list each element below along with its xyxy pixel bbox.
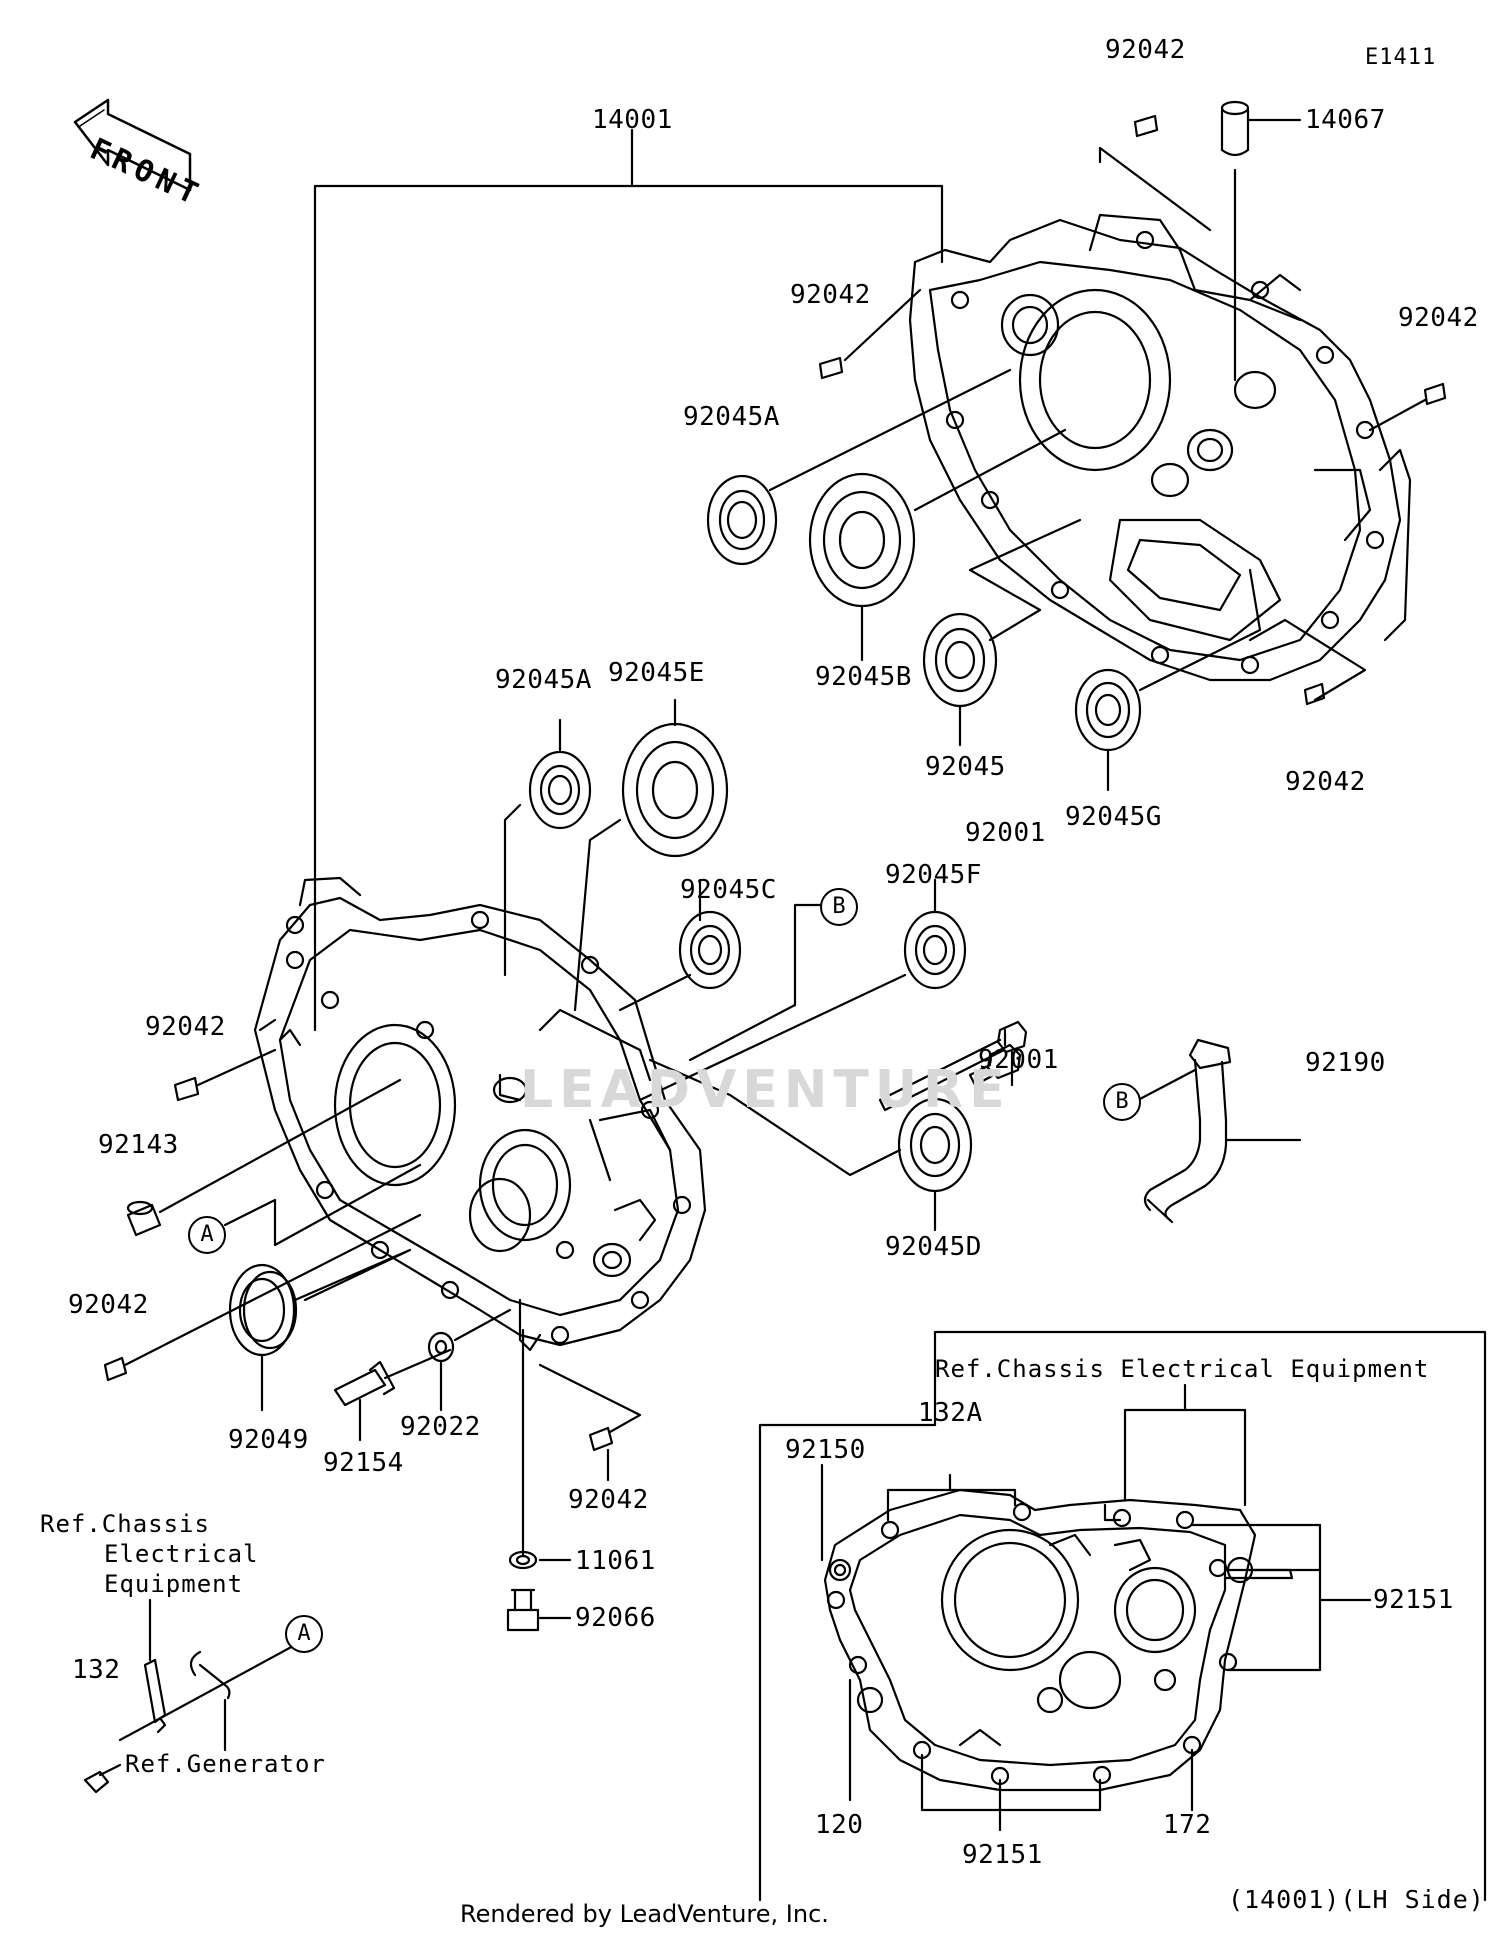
label-132A[interactable]: 132A [918,1398,983,1428]
label-92045G[interactable]: 92045G [1065,802,1162,832]
callout-b: B [820,888,858,926]
bearing-92045G [1074,568,1262,792]
inset-box [758,1330,1487,1902]
bearing-92045D [648,1058,973,1232]
front-arrow-icon [73,98,192,192]
label-92022[interactable]: 92022 [400,1412,481,1442]
bearing-92045E [621,698,729,858]
bolt-132-icon [83,1770,110,1794]
bolt-92001-a-icon [968,1028,1022,1087]
ref-chassis-electrical: Ref.Chassis Electrical Equipment [935,1355,1430,1383]
ref-chassis-line3: Equipment [104,1570,244,1598]
label-92042[interactable]: 92042 [568,1485,649,1515]
label-92042[interactable]: 92042 [1285,767,1366,797]
bolt-92001-b-icon [878,1020,1028,1112]
label-14067[interactable]: 14067 [1305,105,1386,135]
callout-a: A [285,1615,323,1653]
label-92045E[interactable]: 92045E [608,658,705,688]
watermark: LEADVENTURE [520,1060,1011,1120]
label-92045F[interactable]: 92045F [885,860,982,890]
inset-caption: (14001)(LH Side) [1228,1885,1485,1914]
label-92190[interactable]: 92190 [1305,1048,1386,1078]
label-92045[interactable]: 92045 [925,752,1006,782]
bearing-92045F [638,878,967,1102]
label-92042[interactable]: 92042 [145,1012,226,1042]
ref-generator: Ref.Generator [125,1750,326,1778]
label-92066[interactable]: 92066 [575,1603,656,1633]
label-92151[interactable]: 92151 [962,1840,1043,1870]
label-172[interactable]: 172 [1163,1810,1212,1840]
bearing-92045A-top [706,368,1012,566]
label-92045A[interactable]: 92045A [495,665,592,695]
washer-92022-icon [427,1308,512,1412]
label-92143[interactable]: 92143 [98,1130,179,1160]
ground-strap-icon [143,1658,167,1724]
callout-a: A [188,1216,226,1254]
plug-92066-icon [506,1588,572,1632]
label-14001[interactable]: 14001 [592,105,673,135]
oil-seal-92049 [228,1248,412,1412]
breather-hose-92190 [1143,1038,1302,1224]
label-92049[interactable]: 92049 [228,1425,309,1455]
dowel-pin-icons [818,114,1447,706]
label-92045A[interactable]: 92045A [683,402,780,432]
label-92045C[interactable]: 92045C [680,875,777,905]
label-92042[interactable]: 92042 [68,1290,149,1320]
bearing-92045A-mid [528,718,592,830]
label-132[interactable]: 132 [72,1655,121,1685]
bearing-92045B [808,428,1067,662]
left-crankcase-half [253,876,707,1352]
label-120[interactable]: 120 [815,1810,864,1840]
right-crankcase-half [908,213,1412,682]
label-92001[interactable]: 92001 [965,818,1046,848]
diagram-code: E1411 [1365,45,1437,70]
bearing-92045 [922,518,1082,747]
inset-crankcase [823,1488,1294,1792]
label-92150[interactable]: 92150 [785,1435,866,1465]
label-92042[interactable]: 92042 [1398,303,1479,333]
ref-chassis-line1: Ref.Chassis [40,1510,210,1538]
label-92045B[interactable]: 92045B [815,662,912,692]
bearing-92045C [618,878,742,1012]
label-92154[interactable]: 92154 [323,1448,404,1478]
label-92042[interactable]: 92042 [790,280,871,310]
stud-92154-icon [333,1348,452,1442]
callout-b: B [1103,1083,1141,1121]
label-92045D[interactable]: 92045D [885,1232,982,1262]
washer-11061-icon [508,1550,538,1570]
label-92042[interactable]: 92042 [1105,35,1186,65]
footer-credit: Rendered by LeadVenture, Inc. [460,1900,829,1928]
label-92001[interactable]: 92001 [978,1045,1059,1075]
bushing-92143-icon [126,1203,162,1237]
ref-chassis-line2: Electrical [104,1540,259,1568]
label-11061[interactable]: 11061 [575,1546,656,1576]
collar-14067-icon [1220,108,1250,157]
label-92151[interactable]: 92151 [1373,1585,1454,1615]
